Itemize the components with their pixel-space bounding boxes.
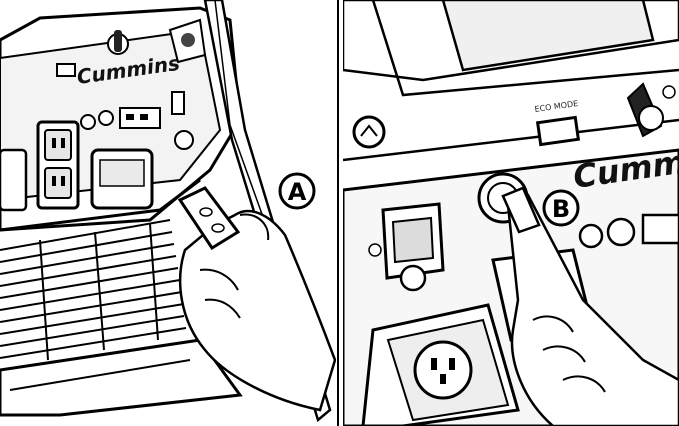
indicator-light xyxy=(368,243,382,257)
usb-port-module xyxy=(641,213,679,245)
ac-outlet-edge xyxy=(0,148,28,212)
fuel-valve-knob xyxy=(626,82,664,138)
remote-control-fob xyxy=(177,186,241,251)
lcd-display xyxy=(90,148,154,210)
panel-b-start-button: ECO MODE Cummins xyxy=(343,0,679,426)
choke-knob xyxy=(168,18,207,64)
hand-pressing-start xyxy=(501,186,679,426)
ac-outlet-left xyxy=(36,120,80,210)
fuel-valve-knob xyxy=(107,30,129,55)
panel-divider xyxy=(337,0,339,426)
panel-a-side-knob xyxy=(174,130,194,150)
generator-base-frame xyxy=(0,338,243,417)
breaker-button-1 xyxy=(80,114,96,130)
panel-a-toggle xyxy=(171,91,185,115)
panel-a-illustration: Cummins xyxy=(0,0,336,423)
main-rocker-switch xyxy=(381,202,445,280)
ac-outlet-twistlock xyxy=(361,303,520,426)
callout-b: B xyxy=(542,189,580,227)
circuit-breaker-knob xyxy=(399,264,427,292)
info-label-plate xyxy=(441,0,655,72)
breaker-knob-1 xyxy=(578,223,604,249)
power-symbol-icon xyxy=(662,85,676,99)
eco-mode-label: ECO MODE xyxy=(534,99,579,114)
breaker-button-2 xyxy=(98,110,114,126)
panel-b-illustration: ECO MODE Cummins xyxy=(343,0,679,426)
panel-a-remote-start: Cummins xyxy=(0,0,336,426)
panel-b-top-knob xyxy=(352,115,386,149)
breaker-knob-2 xyxy=(606,217,636,247)
callout-a-label: A xyxy=(288,178,307,206)
callout-b-label: B xyxy=(552,195,570,223)
eco-mode-switch: ECO MODE xyxy=(534,99,581,147)
panel-a-small-switch xyxy=(56,63,76,77)
air-intake-grille xyxy=(0,219,187,361)
hand-holding-remote xyxy=(179,209,336,412)
callout-a: A xyxy=(278,172,316,210)
